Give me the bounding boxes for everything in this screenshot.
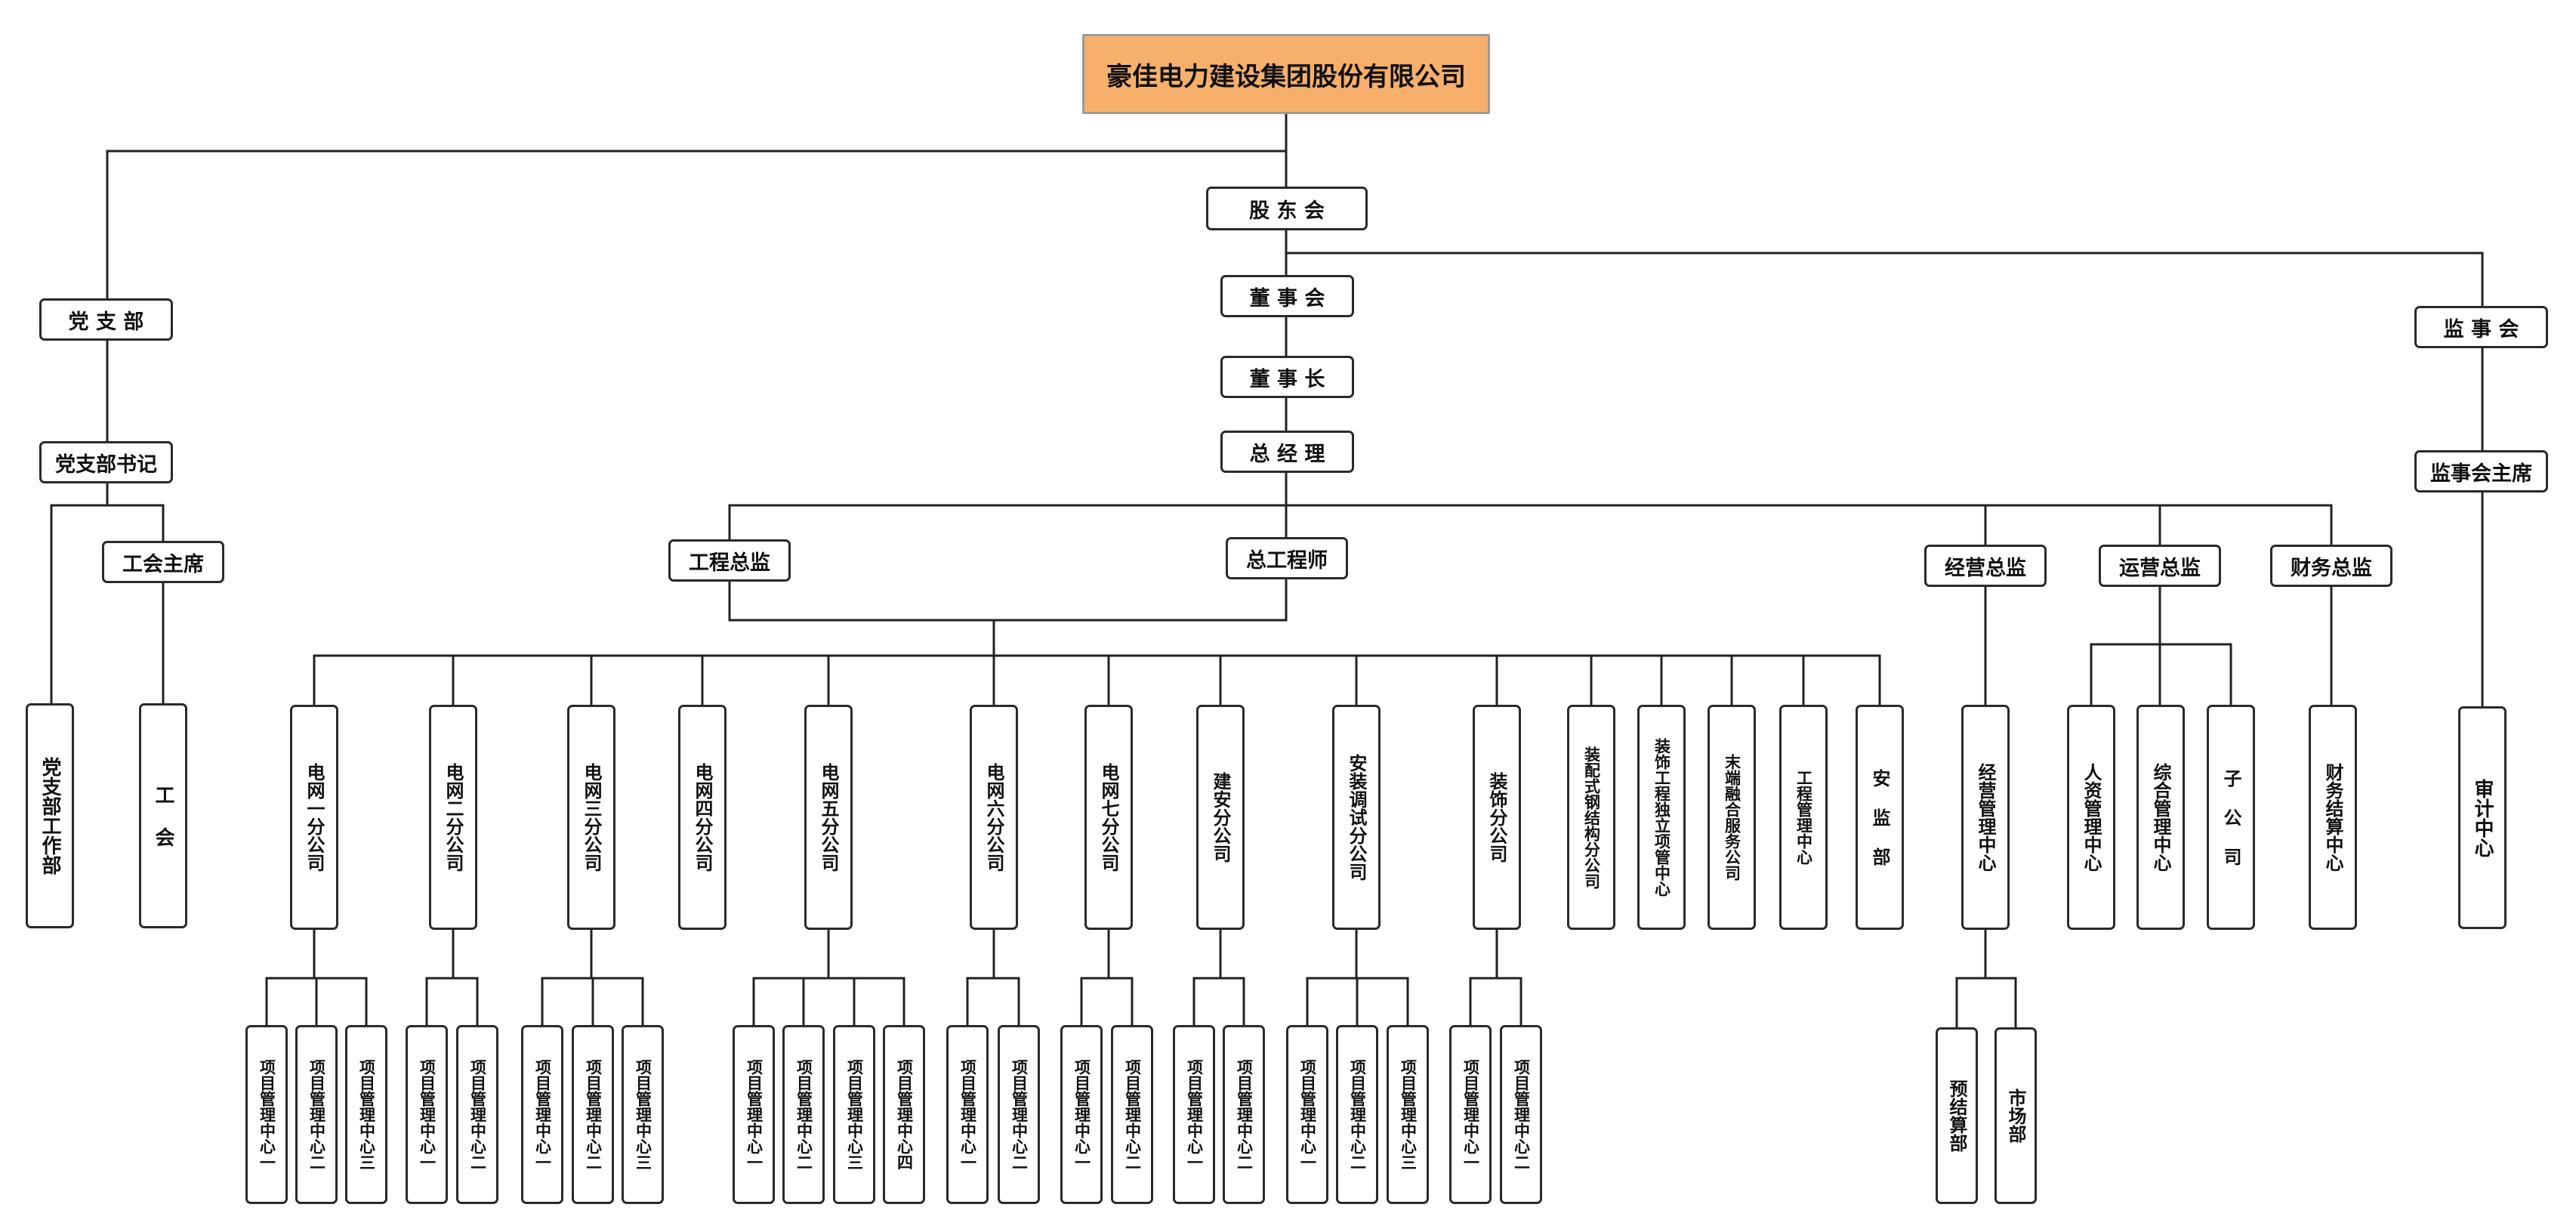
unit-grid-branch-1: 电网一分公司 — [290, 705, 338, 930]
project-center-node: 项目管理中心一 — [1286, 1025, 1328, 1204]
unit-grid-branch-6: 电网六分公司 — [970, 705, 1018, 930]
project-center-node: 项目管理中心一 — [946, 1025, 989, 1204]
business-mgmt-center-node: 经营管理中心 — [1961, 705, 2010, 930]
finance-settlement-center-node: 财务结算中心 — [2309, 705, 2357, 930]
unit-engineering-mgmt-center: 工程管理中心 — [1779, 705, 1828, 930]
chief-engineer-node: 总工程师 — [1226, 537, 1348, 579]
unit-installation-commissioning-branch: 安装调试分公司 — [1332, 705, 1381, 930]
unit-decoration-branch: 装饰分公司 — [1473, 705, 1521, 930]
project-center-node: 项目管理中心三 — [345, 1025, 387, 1204]
project-center-node: 项目管理中心四 — [883, 1025, 925, 1204]
party-branch-node: 党 支 部 — [39, 298, 173, 341]
project-center-node: 项目管理中心一 — [406, 1025, 448, 1204]
project-center-node: 项目管理中心二 — [1500, 1025, 1542, 1204]
project-center-node: 项目管理中心二 — [1336, 1025, 1378, 1204]
project-center-node: 项目管理中心三 — [1387, 1025, 1429, 1204]
supervisory-chair-node: 监事会主席 — [2414, 450, 2548, 492]
chairman-node: 董 事 长 — [1220, 356, 1354, 398]
project-center-node: 项目管理中心一 — [521, 1025, 563, 1204]
admin-center-node: 综合管理中心 — [2136, 705, 2185, 930]
audit-center-node: 审计中心 — [2458, 706, 2507, 929]
market-dept-node: 市场部 — [1994, 1027, 2037, 1204]
project-center-node: 项目管理中心一 — [1449, 1025, 1492, 1204]
unit-grid-branch-3: 电网三分公司 — [567, 705, 615, 930]
project-center-node: 项目管理中心二 — [456, 1025, 498, 1204]
unit-grid-branch-5: 电网五分公司 — [804, 705, 853, 930]
unit-prefab-steel-branch: 装配式钢结构分公司 — [1567, 705, 1615, 930]
project-center-node: 项目管理中心一 — [245, 1025, 288, 1204]
project-center-node: 项目管理中心二 — [295, 1025, 338, 1204]
project-center-node: 项目管理中心一 — [1173, 1025, 1215, 1204]
unit-grid-branch-2: 电网二分公司 — [429, 705, 477, 930]
project-center-node: 项目管理中心一 — [733, 1025, 775, 1204]
project-center-node: 项目管理中心二 — [1223, 1025, 1265, 1204]
unit-safety-dept: 安 监 部 — [1856, 705, 1904, 930]
hr-center-node: 人资管理中心 — [2067, 705, 2115, 930]
company-root-node: 豪佳电力建设集团股份有限公司 — [1082, 34, 1490, 114]
shareholders-meeting-node: 股 东 会 — [1206, 187, 1368, 230]
project-center-node: 项目管理中心二 — [998, 1025, 1040, 1204]
union-chair-node: 工会主席 — [102, 541, 224, 583]
project-center-node: 项目管理中心三 — [622, 1025, 664, 1204]
project-center-node: 项目管理中心二 — [1111, 1025, 1153, 1204]
subsidiary-node: 子 公 司 — [2207, 705, 2255, 930]
supervisory-board-node: 监 事 会 — [2414, 306, 2548, 348]
party-secretary-node: 党支部书记 — [39, 441, 173, 483]
project-center-node: 项目管理中心二 — [782, 1025, 825, 1204]
project-center-node: 项目管理中心二 — [572, 1025, 614, 1204]
unit-terminal-integration-company: 末端融合服务公司 — [1708, 705, 1756, 930]
unit-grid-branch-4: 电网四分公司 — [678, 705, 727, 930]
operations-management-director-node: 运营总监 — [2099, 545, 2221, 587]
union-node: 工 会 — [139, 703, 187, 928]
party-work-dept-node: 党支部工作部 — [26, 703, 74, 928]
budget-settlement-dept-node: 预结算部 — [1936, 1027, 1978, 1204]
board-of-directors-node: 董 事 会 — [1220, 275, 1354, 317]
finance-director-node: 财务总监 — [2270, 545, 2392, 587]
unit-decoration-project-center: 装饰工程独立项管中心 — [1637, 705, 1686, 930]
engineering-director-node: 工程总监 — [668, 539, 791, 582]
general-manager-node: 总 经 理 — [1220, 431, 1354, 473]
operations-director-node: 经营总监 — [1924, 545, 2047, 587]
unit-grid-branch-7: 电网七分公司 — [1084, 705, 1133, 930]
unit-construction-install-branch: 建安分公司 — [1196, 705, 1245, 930]
project-center-node: 项目管理中心三 — [833, 1025, 875, 1204]
project-center-node: 项目管理中心一 — [1060, 1025, 1103, 1204]
